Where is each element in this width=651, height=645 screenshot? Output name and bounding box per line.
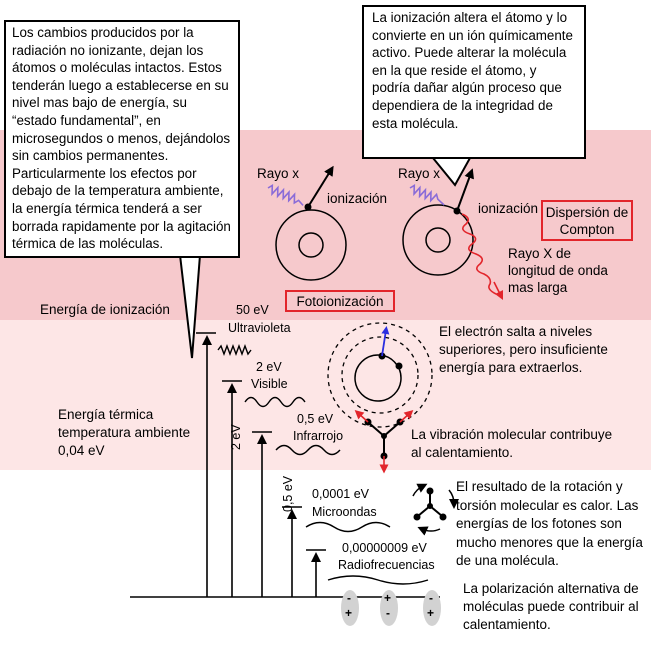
microwave-name: Microondas	[312, 505, 377, 519]
charge-minus-3: -	[429, 591, 433, 605]
radio-name: Radiofrecuencias	[338, 558, 435, 572]
atom-photoionization	[267, 165, 347, 281]
visible-energy: 2 eV	[256, 360, 282, 374]
microwave-energy: 0,0001 eV	[312, 487, 369, 501]
level-infrared	[252, 431, 341, 597]
polarization-note: La polarización alternativa de moléculas…	[463, 581, 639, 632]
charge-plus-2: +	[384, 591, 392, 605]
ionization-label-right: ionización	[478, 201, 539, 216]
atom-compton	[402, 168, 504, 301]
thermal-energy-label: Energía térmica temperatura ambiente 0,0…	[58, 407, 191, 458]
callout-ionization: La ionización altera el átomo y lo convi…	[362, 5, 586, 159]
callout-ionization-text: La ionización altera el átomo y lo convi…	[372, 10, 573, 131]
xray-wave-right	[409, 183, 445, 206]
charge-minus-1: -	[347, 591, 351, 605]
left-callout-pointer	[178, 254, 202, 359]
ir-energy: 0,5 eV	[297, 412, 334, 426]
visible-name: Visible	[251, 377, 288, 391]
compton-box: Dispersión de Compton	[541, 200, 633, 241]
photoionization-box: Fotoionización	[285, 290, 395, 312]
callout-nonionizing-text: Los cambios producidos por la radiación …	[12, 25, 231, 252]
radio-energy: 0,00000009 eV	[342, 541, 427, 555]
thermal-band	[0, 320, 651, 470]
two-ev-vertical-label: 2 eV	[229, 424, 243, 450]
molecule-rotation	[412, 483, 460, 536]
ionization-label-left: ionización	[327, 191, 388, 206]
molecule-vibration	[354, 409, 414, 474]
atom-excitation	[327, 322, 433, 428]
charge-plus-1: +	[345, 606, 353, 620]
vibration-note: La vibración molecular contribuye al cal…	[411, 427, 613, 460]
callout-nonionizing: Los cambios producidos por la radiación …	[4, 20, 240, 258]
ir-name: Infrarrojo	[293, 429, 344, 443]
xray-wave-left	[267, 183, 304, 206]
uv-name: Ultravioleta	[228, 321, 291, 335]
charge-minus-2: -	[386, 606, 390, 620]
xray-label-left: Rayo x	[257, 166, 300, 181]
level-radio	[306, 549, 429, 597]
level-microwave	[282, 506, 391, 597]
scattered-red-wave	[461, 213, 497, 295]
polarization-molecules	[341, 590, 441, 626]
level-visible	[222, 380, 306, 597]
uv-energy: 50 eV	[236, 303, 269, 317]
charge-plus-3: +	[427, 606, 435, 620]
photoionization-box-label: Fotoionización	[296, 294, 384, 309]
compton-box-label: Dispersión de Compton	[545, 205, 629, 237]
rotation-note: El resultado de la rotación y torsión mo…	[456, 479, 643, 568]
half-ev-vertical-label: 0,5 eV	[281, 475, 295, 512]
long-wave-label: Rayo X de longitud de onda mas larga	[508, 246, 608, 295]
level-ultraviolet	[196, 332, 252, 597]
xray-label-right: Rayo x	[398, 166, 441, 181]
ionization-energy-label: Energía de ionización	[40, 302, 170, 317]
electron-jump-note: El electrón salta a niveles superiores, …	[439, 324, 608, 375]
